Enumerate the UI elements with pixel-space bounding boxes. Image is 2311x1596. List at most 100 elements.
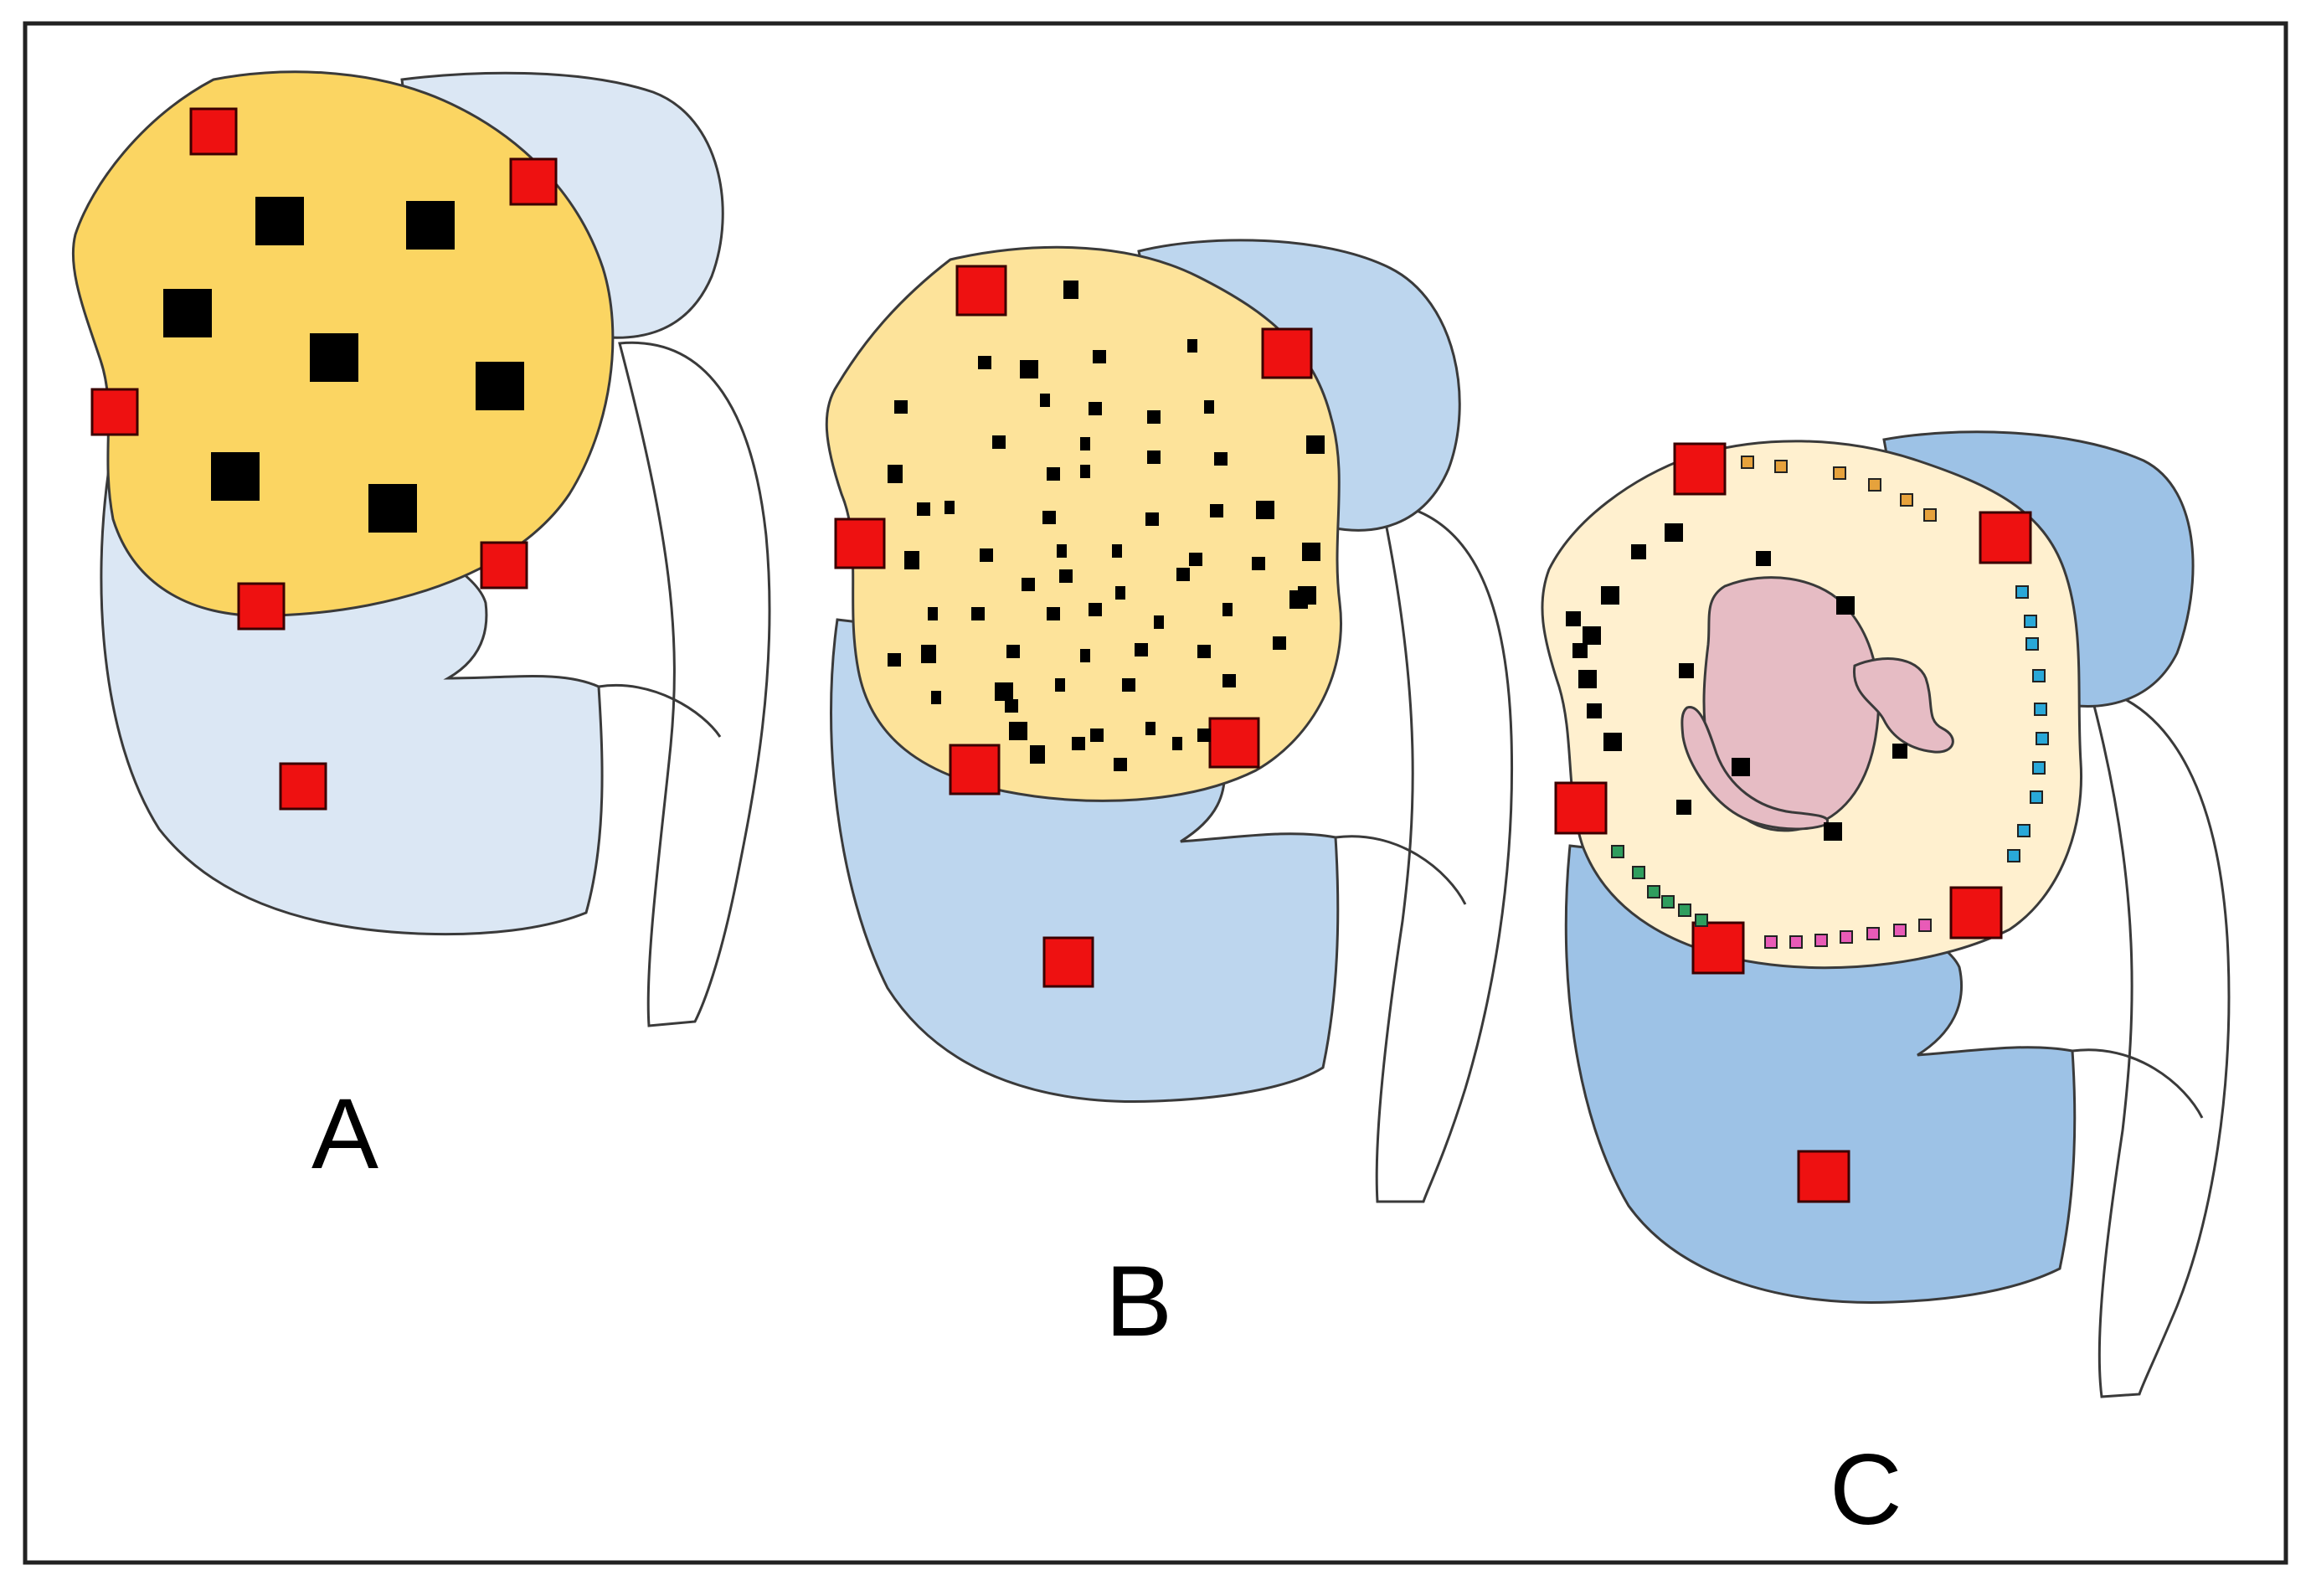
panel-b-black-dot: [1172, 737, 1182, 750]
panel-b-black-dot: [1222, 603, 1233, 616]
panel-c-red-marker: [1691, 921, 1745, 975]
panel-c-red-marker: [1949, 886, 2003, 940]
panel-c-black-dot: [1603, 733, 1622, 751]
panel-c-black-dot: [1583, 626, 1601, 645]
panel-b-black-dot: [1089, 603, 1102, 616]
panel-b-black-dot: [1089, 402, 1102, 415]
panel-b-black-dot: [1072, 737, 1085, 750]
panel-b-black-dot: [1080, 437, 1090, 450]
panel-b-black-dot: [1302, 543, 1320, 561]
panel-a-stalk-outline: [618, 341, 771, 1027]
panel-b-black-dot: [980, 548, 993, 562]
panel-b-black-dot: [1030, 745, 1045, 764]
panel-b-black-dot: [1135, 643, 1148, 656]
panel-b-black-dot: [971, 607, 985, 620]
panel-b-black-dot: [1256, 501, 1274, 519]
panel-c-rim-square: [1774, 460, 1788, 473]
panel-b-black-dot: [978, 356, 991, 369]
panel-b-black-dot: [1005, 699, 1018, 713]
panel-c: C: [1541, 430, 2231, 1546]
panel-b-black-dot: [1112, 544, 1122, 558]
panel-c-rim-square: [1695, 914, 1708, 927]
panel-b-red-marker: [955, 265, 1007, 317]
panel-c-rim-square: [1833, 466, 1846, 480]
panel-a-black-square: [163, 289, 212, 337]
panel-b-black-dot: [1222, 674, 1236, 687]
panel-b-black-dot: [1020, 360, 1038, 378]
panel-b-black-dot: [995, 682, 1013, 701]
panel-a-black-square: [310, 333, 358, 382]
panel-b-red-marker: [1042, 936, 1094, 988]
panel-b-black-dot: [1214, 452, 1228, 466]
panel-b-black-dot: [1093, 350, 1106, 363]
panel-b-black-dot: [904, 551, 919, 569]
panel-c-rim-square: [2017, 824, 2030, 837]
panel-c-rim-square: [1647, 885, 1660, 898]
panel-c-black-dot: [1676, 800, 1691, 815]
panel-c-rim-square: [2024, 615, 2037, 628]
panel-c-neck-outline: [2072, 1048, 2204, 1119]
panel-b-black-dot: [1080, 465, 1090, 478]
panel-c-rim-square: [1868, 478, 1881, 492]
panel-b-black-dot: [944, 501, 955, 514]
panel-b-black-dot: [894, 400, 908, 414]
panel-b-black-dot: [917, 502, 930, 516]
panel-c-black-dot: [1566, 611, 1581, 626]
panel-a-red-marker: [189, 107, 238, 156]
panel-b-cell-body: [825, 245, 1342, 802]
panel-b-black-dot: [1122, 678, 1135, 692]
panel-c-rim-square: [2032, 761, 2046, 775]
panel-b-black-dot: [1176, 568, 1190, 581]
panel-c-rim-square: [1611, 845, 1624, 858]
panel-c-rim-square: [2007, 849, 2020, 862]
panel-b-black-dot: [888, 653, 901, 667]
panel-b-red-marker: [834, 517, 886, 569]
panel-a-black-square: [406, 201, 455, 250]
panel-c-red-marker: [1554, 781, 1608, 835]
panel-c-rim-square: [1814, 934, 1828, 947]
panel-a-red-marker: [279, 762, 327, 811]
panel-c-rim-square: [1764, 935, 1778, 949]
panel-b-black-dot: [1042, 511, 1056, 524]
panel-a-black-square: [368, 484, 417, 533]
panel-c-inner-lobe-right: [1852, 657, 1954, 754]
panel-b-black-dot: [1055, 678, 1065, 692]
panel-b-black-dot: [1197, 645, 1211, 658]
panel-b-black-dot: [931, 691, 941, 704]
panel-b-dot-field: [888, 281, 1325, 771]
panel-b-red-marker: [1261, 327, 1313, 379]
panel-b-black-dot: [1080, 649, 1090, 662]
panel-b-black-dot: [1147, 450, 1161, 464]
panel-c-rim-square: [1789, 935, 1803, 949]
panel-c-black-dot: [1756, 551, 1771, 566]
panel-b-black-dot: [1040, 394, 1050, 407]
panel-c-rim-square: [2036, 732, 2049, 745]
panel-c-red-marker: [1673, 442, 1727, 496]
panel-c-rim-square: [2015, 585, 2029, 599]
panel-b-black-dot: [1273, 636, 1286, 650]
panel-c-rim-square: [1741, 456, 1754, 469]
panel-c-rim-square: [1923, 508, 1937, 522]
panel-b-black-dot: [888, 465, 903, 483]
panel-b-black-dot: [928, 607, 938, 620]
panel-c-rim-square: [1840, 930, 1853, 944]
panel-b-black-dot: [1009, 722, 1027, 740]
panel-b-black-dot: [1090, 728, 1104, 742]
panel-a-neck-outline: [598, 684, 722, 738]
panel-b-black-dot: [1059, 569, 1073, 583]
panel-b-black-dot: [1022, 578, 1035, 591]
panel-c-black-dot: [1679, 663, 1694, 678]
panel-b-red-marker: [949, 744, 1001, 795]
panel-b-black-dot: [921, 645, 936, 663]
panel-c-red-marker: [1979, 511, 2032, 564]
panel-c-rim-square: [1866, 927, 1880, 940]
panel-b-black-dot: [992, 435, 1006, 449]
panel-c-black-dot: [1824, 822, 1842, 841]
panel-c-label: C: [1830, 1434, 1902, 1546]
panel-c-black-dot: [1732, 758, 1750, 776]
panel-a-red-marker: [90, 388, 139, 436]
panel-c-black-dot: [1578, 670, 1597, 688]
panel-c-black-dot: [1665, 523, 1683, 542]
panel-b-black-dot: [1145, 722, 1156, 735]
